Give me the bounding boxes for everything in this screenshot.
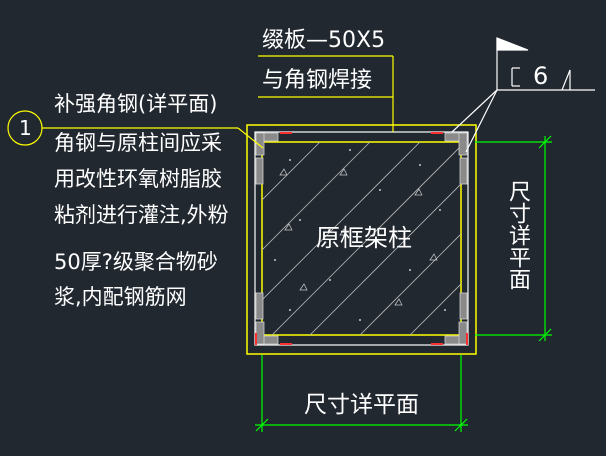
dimension-vertical <box>475 135 552 342</box>
callout-leader <box>7 110 264 149</box>
fillet-weld-icon <box>561 69 571 91</box>
note-line-6: 浆,内配钢筋网 <box>54 285 187 309</box>
note-line-2: 角钢与原柱间应采 <box>54 131 222 155</box>
concrete-aggregate-triangles <box>279 168 438 306</box>
weld-size: 6 <box>533 62 549 90</box>
weld-flag-icon <box>496 37 529 51</box>
note-line-3: 用改性环氧树脂胶 <box>54 167 222 191</box>
note-line-4: 粘剂进行灌注,外粉 <box>54 203 229 227</box>
strap-leader <box>258 55 394 132</box>
mortar-layer-outline <box>246 124 477 355</box>
callout-number: 1 <box>19 116 32 140</box>
strap-note-line-2: 与角钢焊接 <box>262 68 373 93</box>
side-angle-markers <box>255 157 468 320</box>
weld-symbol <box>451 37 595 153</box>
note-line-5: 50厚?级聚合物砂 <box>54 250 218 274</box>
original-column <box>261 141 462 336</box>
strap-plate-outline <box>254 131 469 346</box>
dimension-horizontal-label: 尺寸详平面 <box>304 392 419 418</box>
column-label: 原框架柱 <box>316 224 412 252</box>
concrete-aggregate-dots <box>274 149 446 321</box>
note-line-1: 补强角钢(详平面) <box>54 92 218 116</box>
weld-marks <box>255 132 468 345</box>
dimension-horizontal <box>255 355 468 432</box>
strap-note-line-1: 缀板—50X5 <box>262 28 386 53</box>
angle-steel-corners <box>255 132 468 345</box>
dimension-vertical-label: 尺寸详平面 <box>505 180 530 290</box>
